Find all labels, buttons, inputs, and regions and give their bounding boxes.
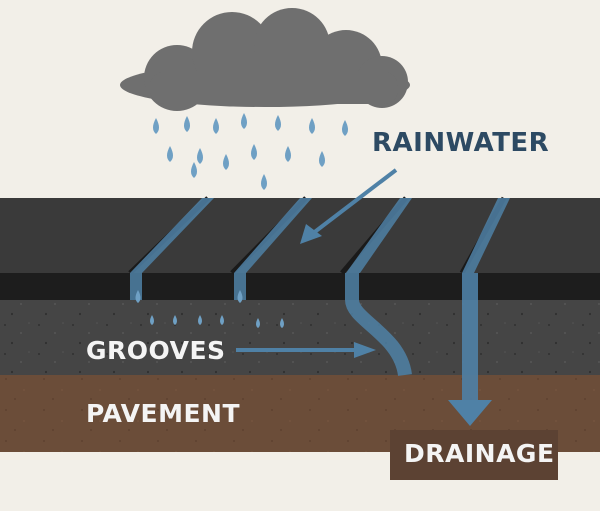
raindrops — [153, 113, 348, 190]
groove-water-channels — [130, 198, 510, 300]
grooves-label: GROOVES — [86, 336, 226, 365]
drips — [135, 290, 284, 328]
drain-arrowhead — [448, 400, 492, 426]
drain-shaft — [462, 273, 478, 403]
groove-band — [0, 273, 600, 300]
cloud-icon — [120, 8, 410, 111]
drain-channel — [345, 273, 412, 377]
rainwater-label: RAINWATER — [372, 128, 550, 158]
groove-flow-arrow — [236, 342, 376, 358]
rainwater-arrow — [300, 168, 398, 244]
drainage-label: DRAINAGE — [404, 439, 555, 468]
drainage-box — [390, 430, 558, 480]
pavement-label: PAVEMENT — [86, 399, 241, 428]
